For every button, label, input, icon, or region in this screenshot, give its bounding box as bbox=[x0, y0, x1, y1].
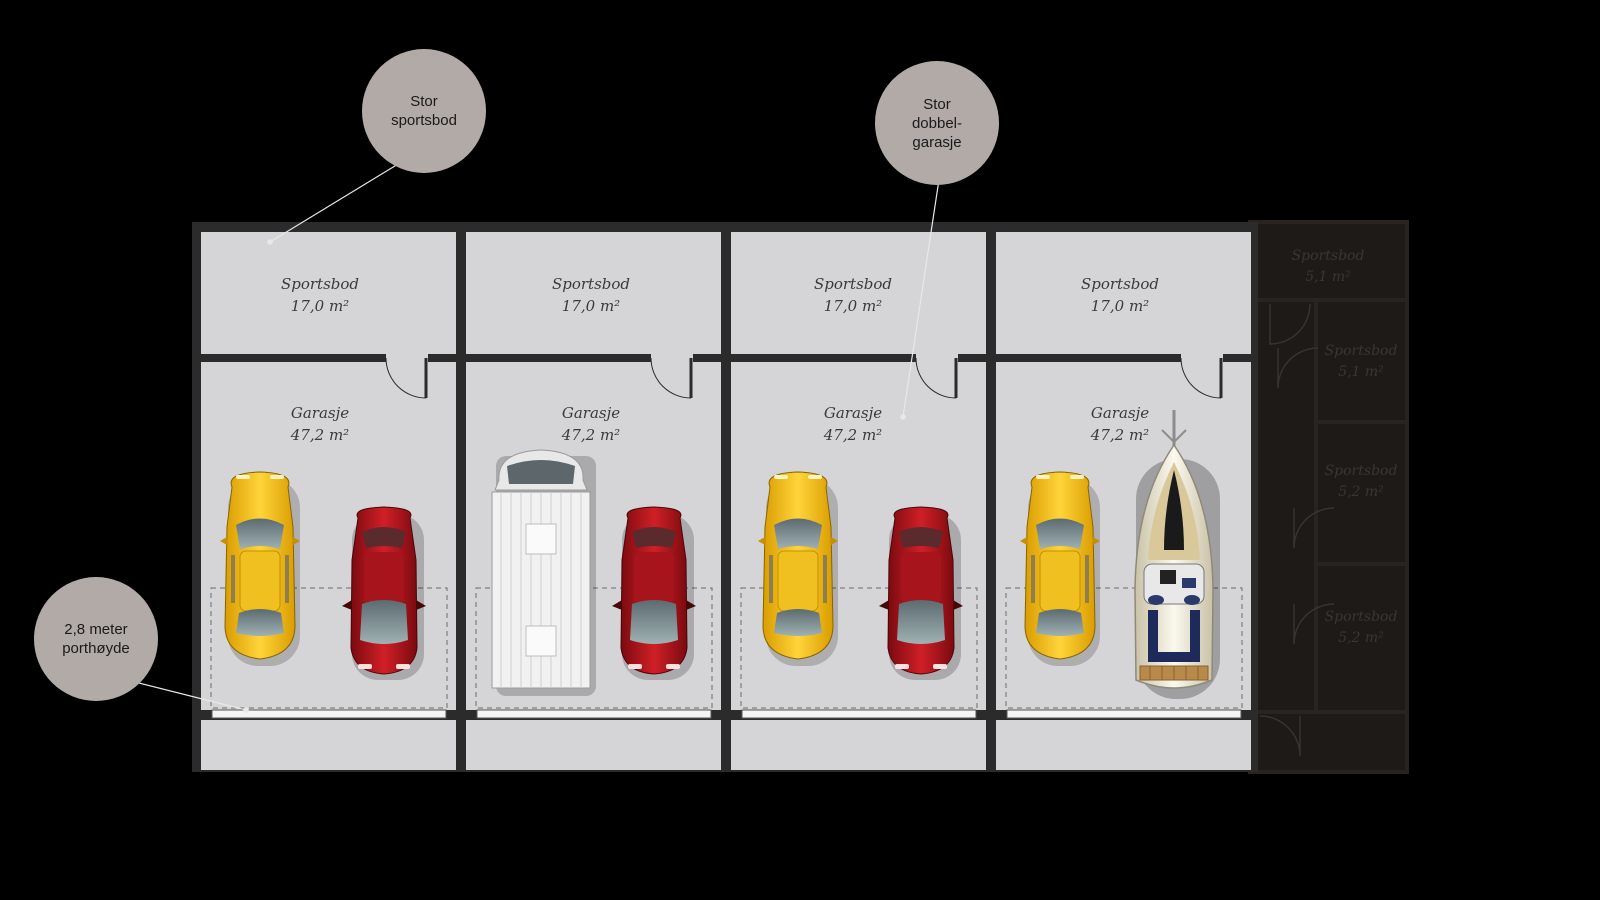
callout-porthoyde-text: 2,8 meter porthøyde bbox=[62, 621, 130, 657]
side-storage-labels: Sportsbod 5,1 m² Sportsbod 5,1 m² Sports… bbox=[1292, 248, 1398, 646]
garage-doors bbox=[211, 709, 1242, 719]
side-storage-3-area: 5,2 m² bbox=[1338, 484, 1384, 500]
yellow-car-1 bbox=[219, 471, 301, 667]
interior-doors bbox=[385, 354, 1223, 399]
garage-4-area: 47,2 m² bbox=[1090, 426, 1149, 444]
callout-stor-dobbelgarasje-text: Stor dobbel- garasje bbox=[911, 95, 963, 151]
storage-1-label: Sportsbod bbox=[281, 275, 359, 293]
yellow-car-3 bbox=[1019, 471, 1101, 667]
garage-4-label: Garasje bbox=[1091, 404, 1149, 422]
garage-2-area: 47,2 m² bbox=[561, 426, 620, 444]
red-car-1 bbox=[341, 506, 427, 681]
storage-3-label: Sportsbod bbox=[814, 275, 892, 293]
unit-2-labels: Sportsbod 17,0 m² Garasje 47,2 m² bbox=[552, 275, 630, 444]
callout-stor-sportsbod-text: Stor sportsbod bbox=[391, 93, 457, 129]
yellow-car-2 bbox=[757, 471, 839, 667]
callout-porthoyde: 2,8 meter porthøyde bbox=[34, 577, 158, 701]
storage-2-area: 17,0 m² bbox=[562, 297, 620, 315]
garage-3-label: Garasje bbox=[824, 404, 882, 422]
storage-1-area: 17,0 m² bbox=[291, 297, 349, 315]
side-storage-4-label: Sportsbod bbox=[1325, 609, 1398, 625]
red-car-3 bbox=[878, 506, 964, 681]
storage-3-area: 17,0 m² bbox=[824, 297, 882, 315]
side-storage-4-area: 5,2 m² bbox=[1338, 630, 1384, 646]
garage-2-label: Garasje bbox=[562, 404, 620, 422]
unit-4-labels: Sportsbod 17,0 m² Garasje 47,2 m² bbox=[1081, 275, 1159, 444]
garage-3-area: 47,2 m² bbox=[823, 426, 882, 444]
side-storage-1-label: Sportsbod bbox=[1292, 248, 1365, 264]
storage-4-area: 17,0 m² bbox=[1091, 297, 1149, 315]
callout-stor-dobbelgarasje: Stor dobbel- garasje bbox=[875, 61, 999, 185]
side-storage-2-label: Sportsbod bbox=[1325, 343, 1398, 359]
unit-3-labels: Sportsbod 17,0 m² Garasje 47,2 m² bbox=[814, 275, 892, 444]
red-car-2 bbox=[611, 506, 697, 681]
side-storage-3-label: Sportsbod bbox=[1325, 463, 1398, 479]
side-storage-block bbox=[1248, 220, 1409, 774]
garage-1-area: 47,2 m² bbox=[290, 426, 349, 444]
side-storage-2-area: 5,1 m² bbox=[1338, 364, 1384, 380]
storage-4-label: Sportsbod bbox=[1081, 275, 1159, 293]
storage-2-label: Sportsbod bbox=[552, 275, 630, 293]
unit-1-labels: Sportsbod 17,0 m² Garasje 47,2 m² bbox=[281, 275, 359, 444]
side-storage-1-area: 5,1 m² bbox=[1305, 269, 1351, 285]
white-van bbox=[491, 449, 597, 697]
callout-stor-sportsbod: Stor sportsbod bbox=[362, 49, 486, 173]
garage-1-label: Garasje bbox=[291, 404, 349, 422]
